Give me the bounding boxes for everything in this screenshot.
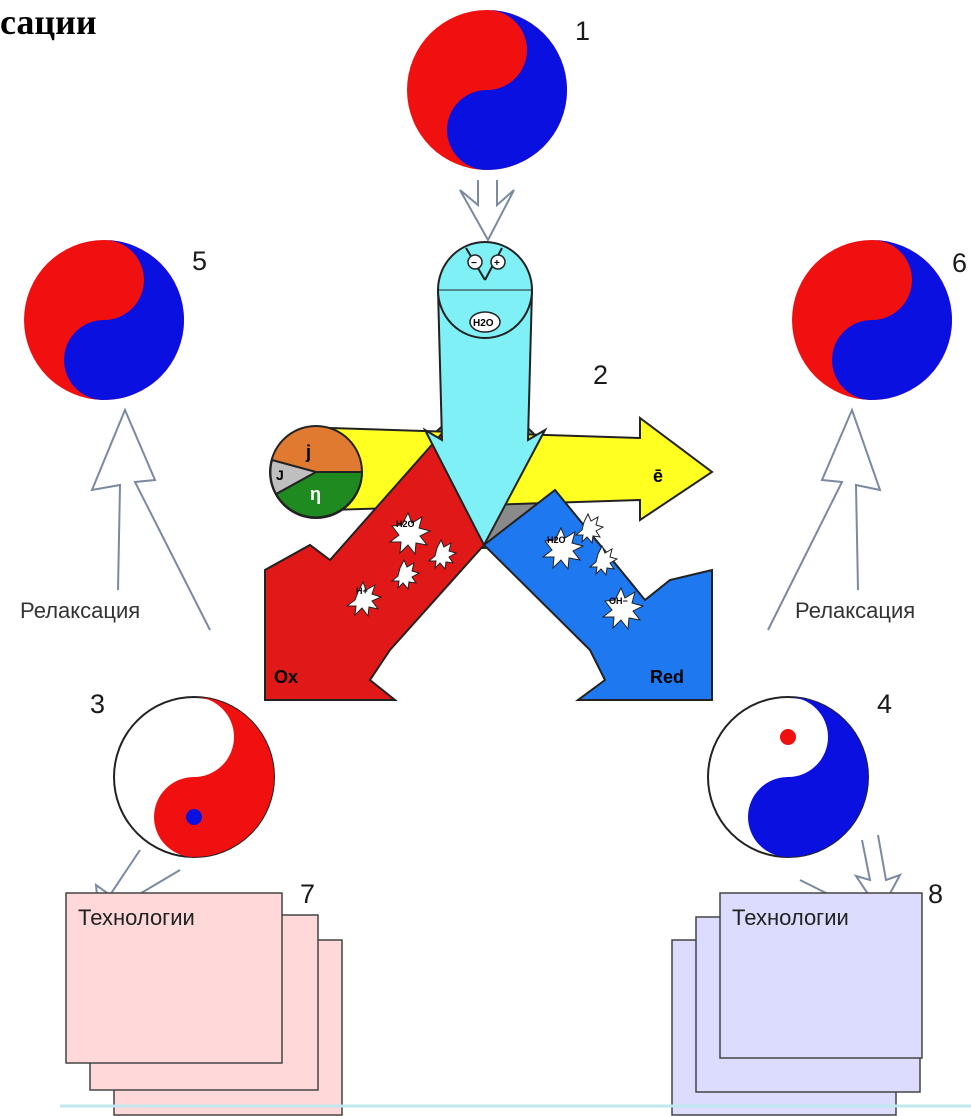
relax-arrow-left: [92, 410, 210, 630]
yin-yang-3-icon: [114, 697, 274, 857]
svg-text:H2O: H2O: [547, 535, 566, 545]
label-3: 3: [90, 689, 105, 719]
svg-text:−: −: [471, 258, 477, 269]
label-J: J: [276, 467, 284, 483]
arrow-1-to-2: [460, 180, 514, 240]
yin-yang-4-icon: [708, 697, 868, 857]
label-1: 1: [575, 16, 590, 46]
label-4: 4: [877, 689, 892, 719]
relax-arrow-right: [768, 410, 880, 630]
yin-yang-5-icon: [24, 240, 184, 400]
label-electron: ē: [653, 466, 663, 486]
svg-text:H2O: H2O: [396, 519, 415, 529]
label-7: 7: [300, 879, 315, 909]
svg-text:+: +: [494, 258, 500, 269]
technologies-7-label: Технологии: [78, 905, 195, 930]
red-label: Red: [650, 667, 684, 687]
ox-label: Ox: [274, 667, 298, 687]
svg-text:H2O: H2O: [473, 318, 494, 329]
efficiency-pie: [270, 426, 362, 518]
technologies-8-label: Технологии: [732, 905, 849, 930]
yin-yang-1-icon: [407, 10, 567, 170]
yin-yang-6-icon: [792, 240, 952, 400]
svg-text:H+: H+: [356, 586, 368, 596]
relaxation-left-label: Релаксация: [20, 598, 140, 623]
label-j: j: [305, 442, 311, 462]
central-process: j J η ē Ox Red − + H2O H2O H+: [265, 242, 712, 700]
svg-text:OH−: OH−: [609, 596, 628, 606]
label-eta: η: [310, 484, 321, 504]
relaxation-right-label: Релаксация: [795, 598, 915, 623]
label-2: 2: [593, 360, 608, 390]
label-8: 8: [928, 879, 943, 909]
label-6: 6: [952, 248, 967, 278]
label-5: 5: [192, 246, 207, 276]
